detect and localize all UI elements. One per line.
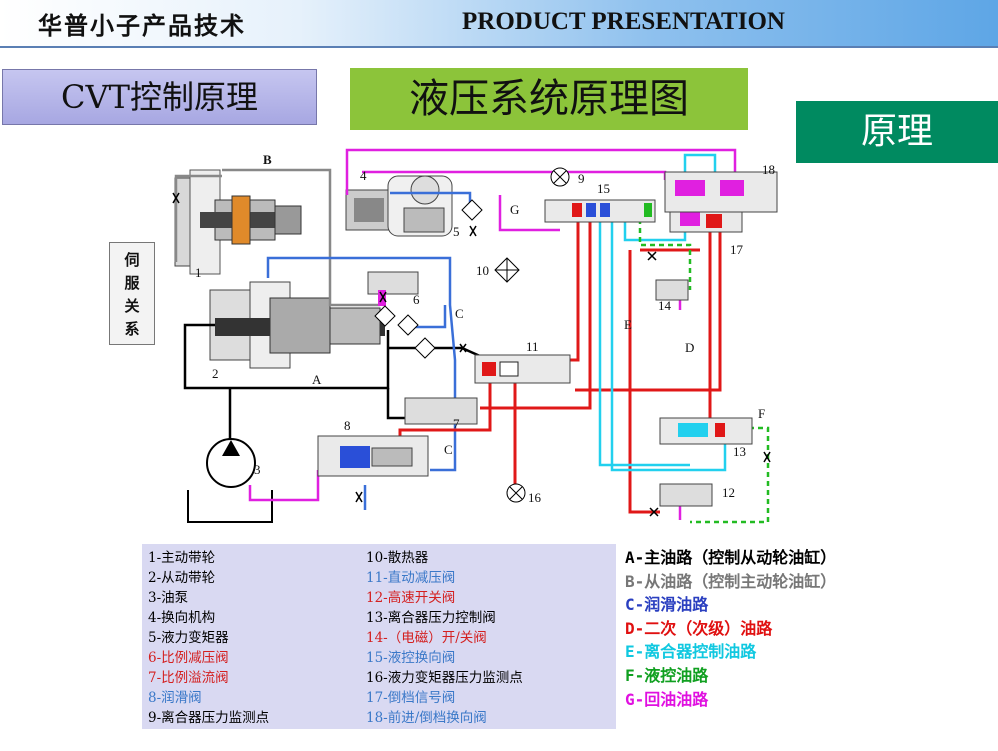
- orifice-symbols: [172, 192, 771, 517]
- label-10: 10: [476, 263, 489, 278]
- reversing-mechanism: [345, 189, 391, 231]
- forward-reverse-valve: [664, 171, 778, 213]
- path-label-e: E: [624, 317, 632, 332]
- oil-line-c: C-润滑油路: [625, 595, 709, 615]
- second-oil-line: [330, 210, 722, 514]
- legend-item: 14-（电磁）开/关阀: [366, 630, 487, 646]
- legend-item: 7-比例溢流阀: [148, 670, 229, 686]
- driven-pulley: [209, 281, 385, 369]
- legend-item: 5-液力变矩器: [148, 630, 229, 646]
- direct-reducing-valve: [474, 354, 571, 384]
- label-13: 13: [733, 444, 746, 459]
- legend-item: 15-液控换向阀: [366, 650, 456, 666]
- legend-item: 17-倒档信号阀: [366, 690, 456, 706]
- reverse-signal-valve: [669, 209, 743, 233]
- label-1: 1: [195, 265, 202, 280]
- path-label-c2: C: [444, 442, 453, 457]
- label-7: 7: [453, 416, 460, 431]
- label-9: 9: [578, 171, 585, 186]
- label-8: 8: [344, 418, 351, 433]
- label-14: 14: [658, 298, 672, 313]
- oil-line-a: A-主油路（控制从动轮油缸）: [625, 548, 837, 567]
- label-17: 17: [730, 242, 744, 257]
- electromagnetic-switch-valve: [655, 279, 689, 301]
- proportional-relief-valve: [404, 397, 478, 425]
- legend-item: 6-比例减压阀: [148, 650, 229, 666]
- legend-item: 12-高速开关阀: [366, 590, 456, 606]
- label-5: 5: [453, 224, 460, 239]
- legend-item: 3-油泵: [148, 590, 189, 606]
- component-legend: 1-主动带轮 2-从动带轮 3-油泵 4-换向机构 5-液力变矩器 6-比例减压…: [142, 544, 616, 729]
- proportional-reducing-valve: [367, 271, 419, 306]
- label-15: 15: [597, 181, 610, 196]
- clutch-pressure-test-point: [550, 167, 570, 187]
- converter-pressure-test-point: [506, 483, 526, 503]
- header-divider: [0, 46, 998, 48]
- legend-item: 4-换向机构: [148, 610, 216, 626]
- servo-char: 系: [124, 320, 140, 338]
- label-3: 3: [254, 462, 261, 477]
- label-6: 6: [413, 292, 420, 307]
- cooler: [494, 257, 520, 283]
- legend-item: 1-主动带轮: [148, 550, 216, 566]
- driving-pulley: [174, 169, 302, 275]
- torque-converter: [387, 175, 453, 237]
- label-16: 16: [528, 490, 542, 505]
- oil-line-g: G-回油油路: [625, 689, 709, 709]
- servo-char: 关: [124, 297, 140, 315]
- diagram-title: 液压系统原理图: [350, 68, 748, 130]
- legend-item: 13-离合器压力控制阀: [366, 610, 496, 626]
- filter-symbols: [374, 199, 483, 359]
- section-label: CVT控制原理: [2, 69, 317, 125]
- lubrication-oil-line: [266, 191, 472, 510]
- label-2: 2: [212, 366, 219, 381]
- oil-line-f: F-液控油路: [625, 665, 709, 685]
- path-label-c1: C: [455, 306, 464, 321]
- oil-line-legend: A-主油路（控制从动轮油缸） B-从油路（控制主动轮油缸） C-润滑油路 D-二…: [625, 546, 836, 711]
- principle-button[interactable]: 原理: [796, 101, 998, 163]
- label-12: 12: [722, 485, 735, 500]
- path-label-b: B: [263, 152, 272, 167]
- label-11: 11: [526, 339, 539, 354]
- legend-item: 2-从动带轮: [148, 570, 216, 586]
- oil-line-e: E-离合器控制油路: [625, 642, 757, 662]
- servo-relation-label: 伺 服 关 系: [109, 242, 155, 345]
- high-speed-switch-valve: [659, 483, 713, 507]
- hydraulic-reversing-valve: [544, 199, 656, 223]
- company-name: 华普小子产品技术: [38, 11, 246, 40]
- path-label-f: F: [758, 406, 765, 421]
- servo-char: 服: [124, 274, 140, 292]
- legend-item: 10-散热器: [366, 550, 429, 566]
- legend-item: 18-前进/倒档换向阀: [366, 710, 487, 726]
- path-label-g: G: [510, 202, 519, 217]
- label-4: 4: [360, 168, 367, 183]
- lubrication-valve: [317, 435, 429, 477]
- path-label-a: A: [312, 372, 322, 387]
- header-bar: [0, 0, 998, 46]
- secondary-oil-line: [174, 168, 380, 307]
- label-18: 18: [762, 162, 775, 177]
- legend-item: 9-离合器压力监测点: [148, 710, 270, 726]
- oil-pump: [187, 438, 273, 523]
- oil-line-d: D-二次（次级）油路: [625, 618, 773, 638]
- legend-item: 11-直动减压阀: [366, 570, 456, 586]
- legend-item: 16-液力变矩器压力监测点: [366, 670, 523, 686]
- oil-line-b: B-从油路（控制主动轮油缸）: [625, 571, 837, 591]
- servo-char: 伺: [124, 251, 140, 269]
- path-label-d: D: [685, 340, 694, 355]
- legend-item: 8-润滑阀: [148, 690, 202, 706]
- presentation-title: PRODUCT PRESENTATION: [462, 8, 785, 35]
- pilot-oil-line: [638, 210, 770, 524]
- clutch-pressure-control-valve: [659, 417, 753, 445]
